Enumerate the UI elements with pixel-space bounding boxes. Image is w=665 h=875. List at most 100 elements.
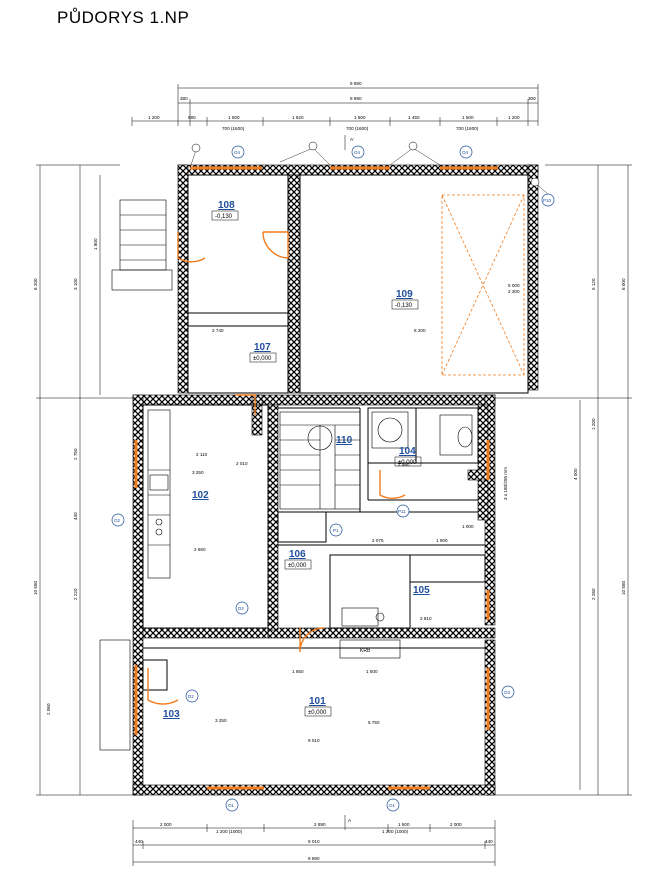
dim-top-seg: 690: [188, 115, 196, 120]
window-tag: O2: [114, 518, 121, 523]
room-number-110: 110: [336, 435, 353, 446]
dim-bottom: 2 000: [450, 822, 462, 827]
dim-inner: 1 500: [366, 669, 378, 674]
dim-window: 700 (1600): [222, 126, 245, 131]
room-level-106: ±0,000: [288, 563, 307, 569]
dim-bottom-overall: 9 890: [308, 856, 320, 861]
garage-dim: 5 000: [508, 283, 520, 288]
room-level-108: -0,130: [215, 214, 233, 220]
dim-left: 440: [73, 512, 78, 520]
window-tag: O4: [354, 150, 361, 155]
dim-bottom: 2 000: [160, 822, 172, 827]
windows: [134, 166, 498, 790]
window-tag: O4: [234, 150, 241, 155]
dim-inner: 2 740: [212, 328, 224, 333]
dim-inner: 2 075: [372, 538, 384, 543]
dim-left: 6 200: [33, 278, 38, 290]
dim-top-left: 380: [180, 96, 188, 101]
door-tag: D2: [188, 694, 194, 699]
dim-top-seg: 1 500: [228, 115, 240, 120]
dim-left: 10 580: [33, 581, 38, 595]
dim-top-seg: 1 620: [292, 115, 304, 120]
door-tag: D3: [238, 606, 244, 611]
dim-inner: 3 250: [192, 470, 204, 475]
doors: [147, 231, 406, 705]
dim-inner: 2 010: [236, 461, 248, 466]
dim-right: 10 580: [621, 581, 626, 595]
room-number-104: 104: [399, 446, 416, 457]
room-level-104: ±0,000: [398, 460, 417, 466]
bathroom-fixtures: [339, 411, 473, 659]
kitchen-counter: [147, 409, 171, 579]
dim-bottom: 440: [135, 839, 143, 844]
dim-top-seg: 1 200: [148, 115, 160, 120]
dim-overall-top: 9 890: [350, 81, 362, 86]
page-title: PŮDORYS 1.NP: [57, 8, 190, 27]
dim-top-mid: 8 890: [350, 96, 362, 101]
dim-right: 4 000: [573, 468, 578, 480]
dim-inner: 5 750: [368, 720, 380, 725]
room-number-106: 106: [289, 549, 306, 560]
dim-bottom: 1 200 (1000): [216, 829, 243, 834]
staircase: [279, 411, 361, 510]
dim-inner: 2 110: [196, 452, 208, 457]
dimensions-top: [131, 84, 539, 126]
detail-tag: P1: [333, 528, 339, 533]
dim-inner: 2 460: [398, 462, 410, 467]
dim-top-seg: 1 500: [462, 115, 474, 120]
detail-tag: P10: [543, 198, 552, 203]
dim-right: 6 000: [621, 278, 626, 290]
section-arrow-label: A': [350, 137, 354, 142]
room-number-108: 108: [218, 200, 235, 211]
dim-bottom: 1 500: [398, 822, 410, 827]
dim-inner: 3 250: [215, 718, 227, 723]
room-number-101: 101: [309, 696, 326, 707]
stair-note: 3 x 180/295 mm: [503, 467, 508, 500]
dim-left: 1 800: [93, 238, 98, 250]
dim-inner: 1 650: [292, 669, 304, 674]
dimensions-bottom: [132, 820, 496, 866]
room-number-109: 109: [396, 289, 413, 300]
dim-bottom: 9 010: [308, 839, 320, 844]
dim-inner: 1 000: [462, 524, 474, 529]
dimensions-left: [36, 164, 136, 796]
window-tag: O4: [462, 150, 469, 155]
room-level-101: ±0,000: [308, 710, 327, 716]
room-level-109: -0,130: [395, 303, 413, 309]
room-number-103: 103: [163, 709, 180, 720]
dim-top-seg: 1 200: [508, 115, 520, 120]
dim-window: 700 (1600): [456, 126, 479, 131]
garage-dim: 2 300: [508, 289, 520, 294]
dim-top-seg: 1 450: [408, 115, 420, 120]
dim-bottom: 1 200 (1000): [382, 829, 409, 834]
window-tag: O3: [504, 690, 511, 695]
dim-left: 2 220: [73, 588, 78, 600]
dim-inner: 2 810: [420, 616, 432, 621]
dim-right: 2 260: [591, 588, 596, 600]
garage-dim: 6 200: [414, 328, 426, 333]
garage-car-outline: [441, 194, 525, 376]
dim-bottom: 440: [485, 839, 493, 844]
dim-right: 5 120: [591, 278, 596, 290]
interior-walls: [142, 174, 529, 691]
dim-right: 1 200: [591, 418, 596, 430]
dim-window: 700 (1600): [346, 126, 369, 131]
dim-left: 2 750: [73, 448, 78, 460]
dim-top-seg: 1 500: [354, 115, 366, 120]
window-tag: O1: [228, 803, 235, 808]
section-marker: A: [348, 818, 352, 823]
element-tags: [111, 145, 555, 812]
dimensions-right: [495, 164, 632, 796]
room-number-105: 105: [413, 585, 430, 596]
entrance-steps: [99, 199, 173, 751]
room-level-107: ±0,000: [253, 356, 272, 362]
dim-bottom: 2 890: [314, 822, 326, 827]
window-tag: O1: [389, 803, 396, 808]
dim-inner: 2 650: [194, 547, 206, 552]
dim-inner: 9 010: [308, 738, 320, 743]
fireplace-label: KRB: [360, 648, 371, 654]
dim-left: 2 060: [46, 703, 51, 715]
room-number-102: 102: [192, 490, 209, 501]
dim-top-right: 300: [528, 96, 536, 101]
